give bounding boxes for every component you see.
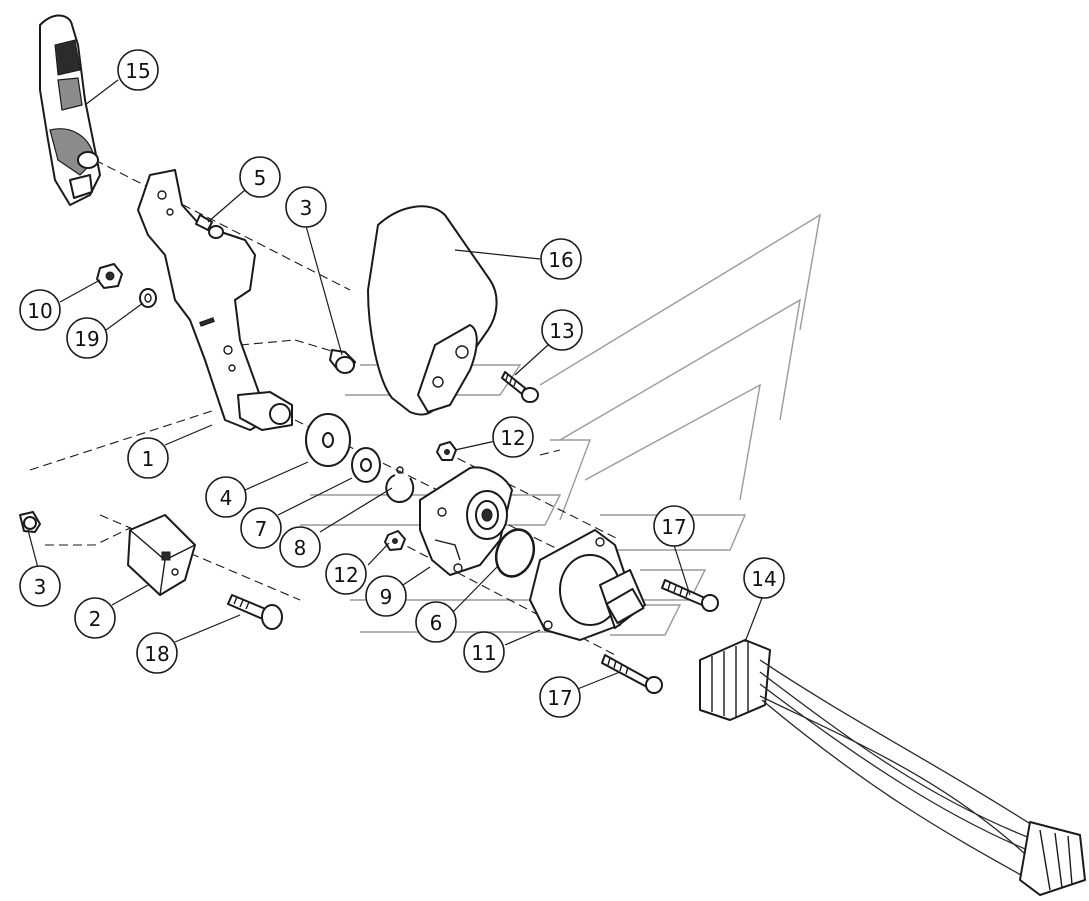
callout-12-lower: 12 — [325, 553, 367, 595]
callout-9: 9 — [365, 575, 407, 617]
callout-3-lower: 3 — [19, 565, 61, 607]
nut-10 — [96, 263, 123, 289]
callout-6-label: 6 — [430, 611, 443, 635]
callout-18-label: 18 — [144, 642, 169, 666]
callout-15: 15 — [117, 49, 159, 91]
callout-3-upper: 3 — [285, 186, 327, 228]
callout-13-label: 13 — [549, 319, 574, 343]
bolt-5 — [195, 214, 224, 239]
screw-13 — [501, 371, 539, 403]
nut-12-lower — [384, 530, 406, 551]
callout-17-lower: 17 — [539, 676, 581, 718]
callout-11-label: 11 — [471, 641, 496, 665]
bolt-18 — [227, 594, 283, 630]
callout-6: 6 — [415, 601, 457, 643]
callout-18: 18 — [136, 632, 178, 674]
callout-17-lower-label: 17 — [547, 686, 572, 710]
callout-19-label: 19 — [74, 327, 99, 351]
cover-16 — [367, 205, 498, 416]
callout-10: 10 — [19, 289, 61, 331]
block-2 — [127, 514, 196, 596]
callout-14: 14 — [743, 557, 785, 599]
housing-9 — [419, 466, 513, 576]
callout-12-lower-label: 12 — [333, 563, 358, 587]
callout-16-label: 16 — [548, 248, 573, 272]
callout-10-label: 10 — [27, 299, 52, 323]
callout-7-label: 7 — [255, 517, 268, 541]
screw-17-upper — [661, 579, 719, 612]
screw-17-lower — [601, 654, 663, 694]
callout-17-upper: 17 — [653, 505, 695, 547]
callout-13: 13 — [541, 309, 583, 351]
screw-3-upper — [329, 349, 356, 374]
washer-7 — [351, 447, 381, 483]
callout-14-label: 14 — [751, 567, 776, 591]
screw-3-lower — [19, 511, 41, 533]
callout-12-upper: 12 — [492, 416, 534, 458]
callout-17-upper-label: 17 — [661, 515, 686, 539]
callout-16: 16 — [540, 238, 582, 280]
callout-19: 19 — [66, 317, 108, 359]
callout-12-upper-label: 12 — [500, 426, 525, 450]
callout-8-label: 8 — [294, 536, 307, 560]
callout-11: 11 — [463, 631, 505, 673]
callout-8: 8 — [279, 526, 321, 568]
assembly-axis-lines — [29, 159, 621, 656]
callout-1-label: 1 — [142, 447, 155, 471]
mounting-bracket — [137, 169, 293, 431]
callout-7: 7 — [240, 507, 282, 549]
washer-19 — [139, 288, 157, 308]
callout-2: 2 — [74, 597, 116, 639]
callout-15-label: 15 — [125, 59, 150, 83]
callout-3-lower-label: 3 — [34, 575, 47, 599]
callout-5-label: 5 — [254, 166, 267, 190]
nut-12-upper — [436, 441, 457, 461]
leader-lines — [27, 79, 763, 691]
clip-8 — [385, 466, 415, 504]
pedal-lever — [39, 14, 101, 206]
sensor-11 — [529, 529, 646, 641]
callout-9-label: 9 — [380, 585, 393, 609]
callout-2-label: 2 — [89, 607, 102, 631]
washer-4 — [305, 413, 351, 467]
wire-harness-14 — [699, 639, 1086, 896]
callout-1: 1 — [127, 437, 169, 479]
callout-5: 5 — [239, 156, 281, 198]
callout-4: 4 — [205, 476, 247, 518]
callout-3-upper-label: 3 — [300, 196, 313, 220]
oring-6 — [494, 528, 536, 578]
callout-4-label: 4 — [220, 486, 233, 510]
